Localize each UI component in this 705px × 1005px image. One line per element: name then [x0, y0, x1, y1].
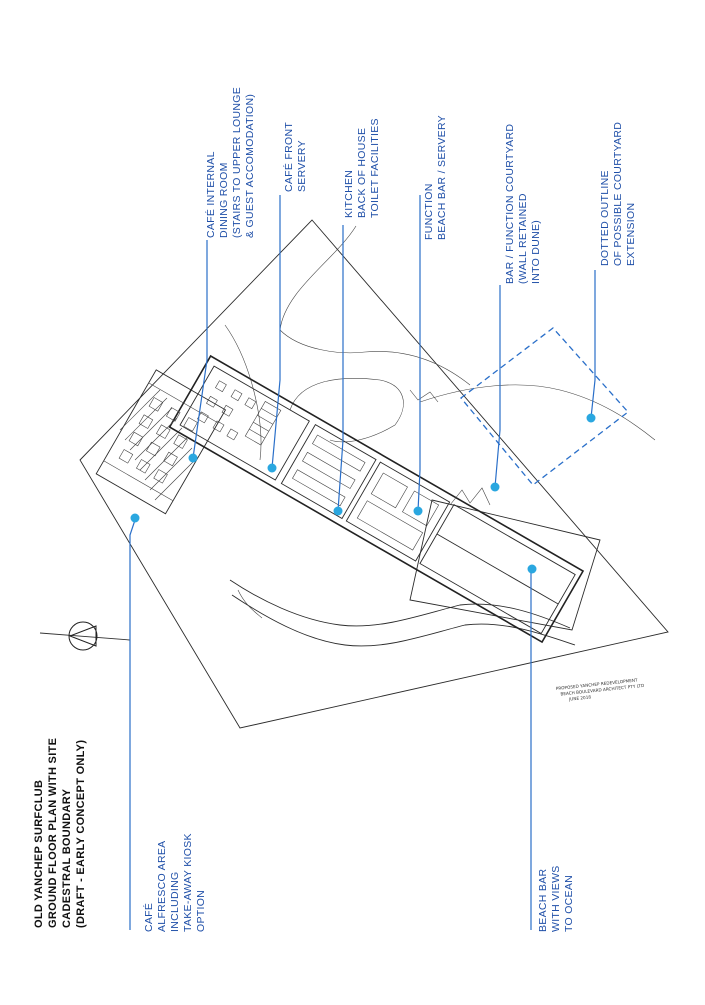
label-kitchen: KITCHEN BACK OF HOUSE TOILET FACILITIES: [343, 118, 381, 218]
svg-text:BEACH BAR: BEACH BAR: [537, 869, 549, 932]
title-block: OLD YANCHEP SURFCLUB GROUND FLOOR PLAN W…: [33, 738, 87, 928]
dune-contour: [224, 324, 262, 461]
leader-function: [417, 195, 421, 512]
leader-courtyard: [494, 285, 501, 488]
label-beach-bar: BEACH BAR WITH VIEWS TO OCEAN: [537, 865, 575, 932]
svg-text:CAFÉ INTERNAL: CAFÉ INTERNAL: [204, 151, 217, 238]
leader-cafe-alfresco: [129, 519, 136, 930]
marker-dots: [130, 413, 596, 574]
title-line: GROUND FLOOR PLAN WITH SITE: [47, 738, 59, 928]
marker-dotted-outline: [586, 413, 596, 423]
beach-bar-deck: [409, 499, 601, 631]
parking-bays: [119, 389, 198, 501]
svg-text:FUNCTION: FUNCTION: [423, 183, 435, 240]
title-line: OLD YANCHEP SURFCLUB: [33, 780, 45, 928]
svg-text:WITH VIEWS: WITH VIEWS: [550, 865, 562, 932]
svg-text:& GUEST ACCOMODATION): & GUEST ACCOMODATION): [244, 94, 256, 238]
svg-text:CAFÉ FRONT: CAFÉ FRONT: [282, 122, 295, 192]
svg-text:(WALL RETAINED: (WALL RETAINED: [517, 193, 529, 284]
svg-text:OPTION: OPTION: [195, 890, 207, 932]
label-dotted-outline: DOTTED OUTLINE OF POSSIBLE COURTYARD EXT…: [599, 122, 637, 266]
svg-text:SERVERY: SERVERY: [296, 140, 308, 192]
svg-text:INTO DUNE): INTO DUNE): [530, 220, 542, 284]
marker-courtyard: [490, 482, 500, 492]
title-line: (DRAFT - EARLY CONCEPT ONLY): [75, 740, 87, 928]
dune-contour: [279, 225, 471, 386]
north-arrow-icon: [39, 621, 131, 651]
svg-text:(STAIRS TO UPPER LOUNGE: (STAIRS TO UPPER LOUNGE: [231, 87, 243, 238]
leader-cafe-internal: [192, 240, 208, 459]
svg-text:DINING ROOM: DINING ROOM: [218, 162, 230, 238]
building-footprint: [168, 354, 585, 644]
svg-text:TO OCEAN: TO OCEAN: [563, 875, 575, 932]
svg-text:ALFRESCO AREA: ALFRESCO AREA: [156, 841, 168, 932]
label-function: FUNCTION BEACH BAR / SERVERY: [423, 115, 448, 240]
marker-function: [413, 506, 423, 516]
retaining-wall-line: [409, 389, 439, 403]
svg-text:JUNE 2018: JUNE 2018: [568, 694, 592, 701]
deck-steps: [449, 487, 491, 506]
beach-pathway-edge: [231, 594, 576, 647]
leader-dotted-outline: [590, 270, 596, 419]
courtyard-extension-outline: [460, 327, 629, 486]
marker-kitchen: [333, 506, 343, 516]
title-line: CADESTRAL BOUNDARY: [61, 788, 73, 928]
beach-pathway-edge: [229, 579, 571, 629]
label-courtyard: BAR / FUNCTION COURTYARD (WALL RETAINED …: [504, 124, 542, 284]
svg-text:KITCHEN: KITCHEN: [343, 170, 355, 218]
marker-beach-bar: [527, 564, 537, 574]
label-cafe-alfresco: CAFÉ ALFRESCO AREA INCLUDING TAKE-AWAY K…: [142, 833, 207, 932]
marker-cafe-alfresco: [130, 513, 140, 523]
label-cafe-front: CAFÉ FRONT SERVERY: [282, 122, 308, 192]
svg-text:BEACH BAR / SERVERY: BEACH BAR / SERVERY: [436, 115, 448, 240]
svg-text:DOTTED OUTLINE: DOTTED OUTLINE: [599, 170, 611, 266]
svg-text:TOILET FACILITIES: TOILET FACILITIES: [369, 118, 381, 218]
svg-text:BAR / FUNCTION COURTYARD: BAR / FUNCTION COURTYARD: [504, 124, 516, 284]
dune-contour: [419, 384, 656, 441]
svg-text:TAKE-AWAY KIOSK: TAKE-AWAY KIOSK: [182, 833, 194, 932]
leader-cafe-front: [271, 195, 281, 469]
svg-text:EXTENSION: EXTENSION: [625, 203, 637, 266]
leader-kitchen: [337, 225, 344, 512]
cadastral-boundary: [79, 219, 669, 729]
svg-text:CAFÉ: CAFÉ: [142, 903, 155, 932]
svg-text:OF POSSIBLE COURTYARD: OF POSSIBLE COURTYARD: [612, 122, 624, 266]
dune-contour: [289, 378, 404, 443]
svg-text:INCLUDING: INCLUDING: [169, 872, 181, 932]
label-cafe-internal: CAFÉ INTERNAL DINING ROOM (STAIRS TO UPP…: [204, 87, 256, 238]
marker-cafe-front: [267, 463, 277, 473]
marker-cafe-internal: [188, 453, 198, 463]
leader-lines: [129, 195, 596, 930]
pathway-end: [237, 589, 263, 619]
handwritten-note: PROPOSED YANCHEP REDEVELOPMENT BEACH BOU…: [556, 677, 645, 701]
alfresco-area: [95, 369, 227, 515]
svg-text:BACK OF HOUSE: BACK OF HOUSE: [356, 128, 368, 218]
